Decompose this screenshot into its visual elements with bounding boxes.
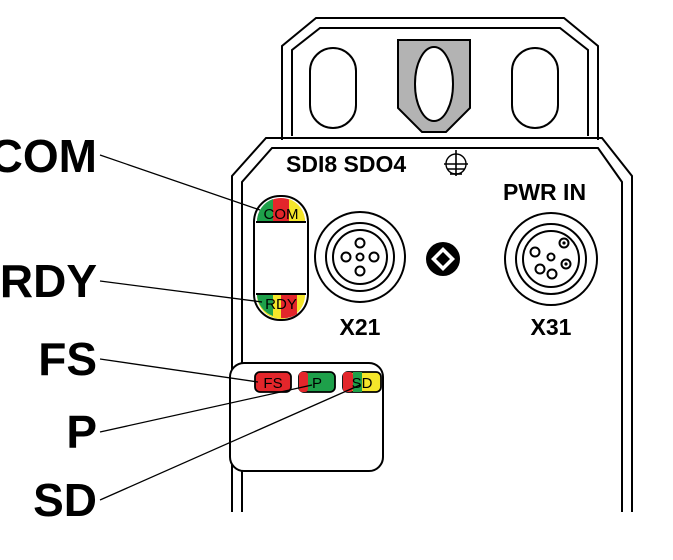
led-fs-label: FS	[263, 375, 282, 392]
leader-line-com	[99, 154, 261, 211]
callout-p: P	[66, 406, 97, 458]
led-fs: FS	[254, 371, 292, 393]
ground-symbol-icon	[444, 150, 468, 176]
leader-line-p	[99, 384, 313, 433]
callout-fs: FS	[38, 333, 97, 385]
led-com-label: COM	[264, 206, 299, 223]
model-label: SDI8 SDO4	[286, 151, 406, 177]
led-sd: SD	[342, 371, 382, 393]
grounding-tab-hole	[414, 46, 454, 122]
connector-x21-label: X21	[340, 314, 381, 340]
leader-line-sd	[99, 384, 361, 501]
led-window-com-rdy: COM RDY	[253, 195, 309, 321]
led-p: P	[298, 371, 336, 393]
led-rdy-label: RDY	[265, 296, 297, 313]
mounting-bracket	[281, 17, 599, 140]
network-diamond-icon	[426, 242, 460, 276]
led-p-label: P	[312, 375, 322, 392]
led-sd-label: SD	[352, 375, 373, 392]
callout-com: COM	[0, 130, 97, 182]
power-in-label: PWR IN	[503, 179, 586, 205]
connector-x21	[314, 211, 406, 303]
led-com: COM	[256, 198, 306, 223]
connector-x31	[504, 212, 598, 306]
callout-rdy: RDY	[0, 255, 97, 307]
led-rdy: RDY	[257, 295, 305, 319]
leader-line-rdy	[99, 280, 263, 303]
leader-lines	[99, 154, 361, 501]
callout-sd: SD	[33, 474, 97, 526]
mounting-hole-left	[309, 47, 357, 129]
leader-line-fs	[99, 358, 259, 383]
mounting-hole-right	[511, 47, 559, 129]
connector-x31-label: X31	[531, 314, 572, 340]
